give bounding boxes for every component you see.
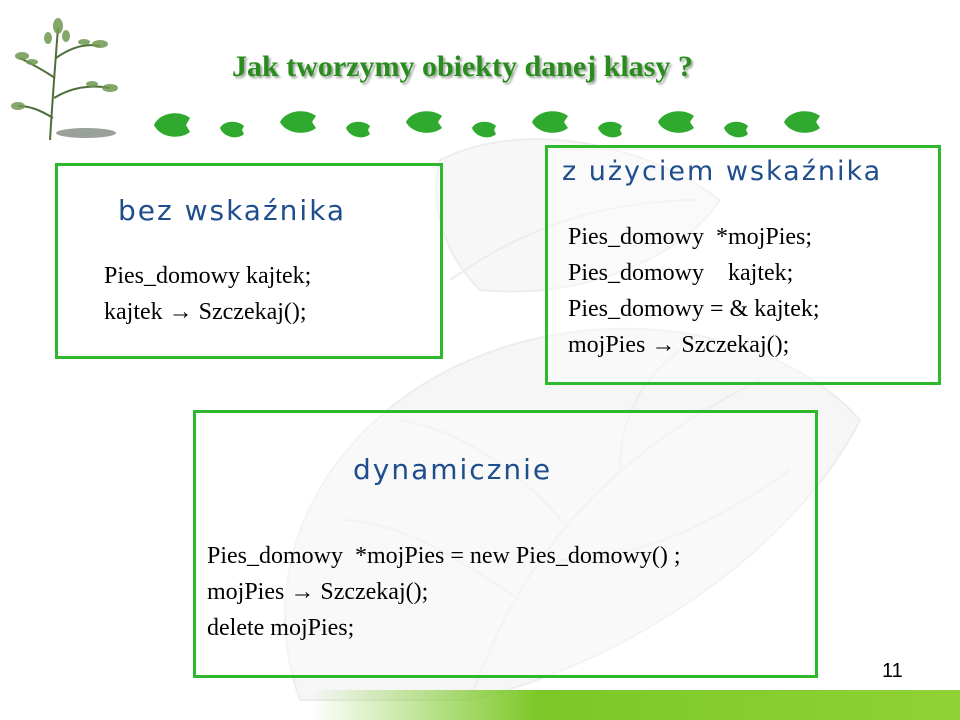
page-number: 11 bbox=[882, 660, 903, 682]
code-line: Pies_domowy = & kajtek; bbox=[568, 296, 820, 322]
plant-illustration bbox=[11, 18, 118, 141]
code-line: Pies_domowy kajtek; bbox=[104, 263, 312, 289]
dynamic-code: Pies_domowy *mojPies = new Pies_domowy()… bbox=[207, 538, 681, 646]
with-pointer-heading: z użyciem wskaźnika bbox=[562, 156, 883, 187]
code-line: kajtek → Szczekaj(); bbox=[104, 299, 307, 325]
with-pointer-code: Pies_domowy *mojPies; Pies_domowy kajtek;… bbox=[568, 219, 820, 363]
slide-title: Jak tworzymy obiekty danej klasy ? bbox=[232, 50, 693, 83]
without-pointer-code: Pies_domowy kajtek; kajtek → Szczekaj(); bbox=[104, 258, 311, 330]
dynamic-heading: dynamicznie bbox=[353, 453, 553, 486]
with-pointer-box: z użyciem wskaźnika Pies_domowy *mojPies… bbox=[545, 145, 941, 385]
without-pointer-box: bez wskaźnika Pies_domowy kajtek; kajtek … bbox=[55, 163, 443, 359]
leaf-decoration-row bbox=[154, 111, 820, 138]
without-pointer-heading: bez wskaźnika bbox=[118, 194, 347, 227]
code-line: Pies_domowy *mojPies = new Pies_domowy()… bbox=[207, 543, 681, 569]
code-line: mojPies → Szczekaj(); bbox=[207, 579, 429, 605]
code-line: Pies_domowy kajtek; bbox=[568, 260, 794, 286]
code-line: mojPies → Szczekaj(); bbox=[568, 332, 790, 358]
code-line: delete mojPies; bbox=[207, 615, 355, 641]
code-line: Pies_domowy *mojPies; bbox=[568, 224, 813, 250]
footer-gradient-bar bbox=[310, 690, 960, 720]
dynamic-box: dynamicznie Pies_domowy *mojPies = new P… bbox=[193, 410, 818, 678]
